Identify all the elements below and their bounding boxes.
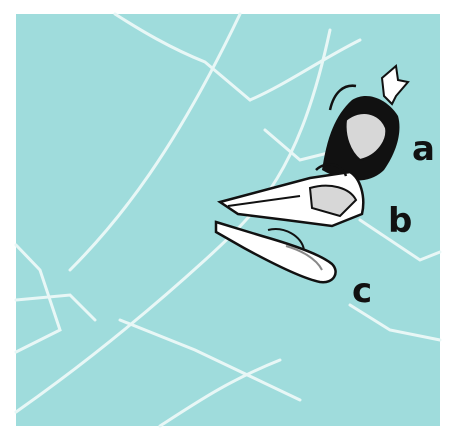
label-b: b — [388, 201, 412, 241]
label-c: c — [352, 271, 372, 311]
label-a: a — [412, 129, 435, 169]
